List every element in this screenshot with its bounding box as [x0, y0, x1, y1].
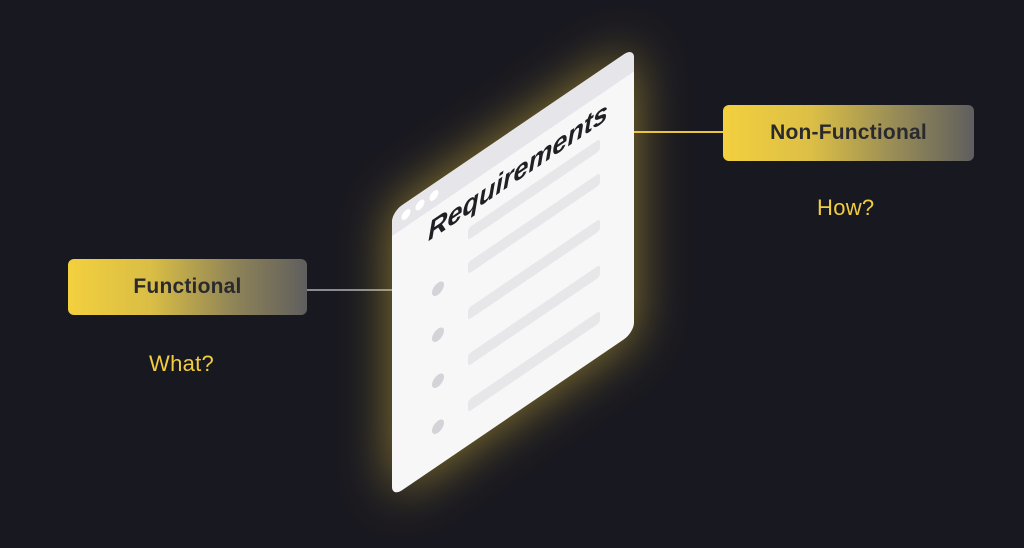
functional-label: Functional — [133, 275, 242, 298]
window-dot-icon — [415, 199, 425, 211]
bullet-icon — [432, 281, 444, 296]
requirements-document: Requirements — [392, 52, 634, 493]
window-dot-icon — [429, 189, 439, 201]
bullet-icon — [432, 327, 444, 342]
document-line — [468, 265, 600, 365]
document-title-bar — [392, 52, 634, 236]
document-line — [468, 311, 600, 411]
functional-tag: Functional — [68, 259, 307, 315]
bullet-icon — [432, 419, 444, 434]
bullet-icon — [432, 373, 444, 388]
non-functional-label: Non-Functional — [770, 121, 927, 144]
document-line — [468, 173, 600, 273]
window-dot-icon — [401, 209, 411, 220]
document-line — [468, 139, 600, 239]
document-line — [468, 219, 600, 319]
functional-question: What? — [149, 351, 215, 376]
non-functional-tag: Non-Functional — [723, 105, 974, 161]
non-functional-question: How? — [817, 195, 875, 220]
